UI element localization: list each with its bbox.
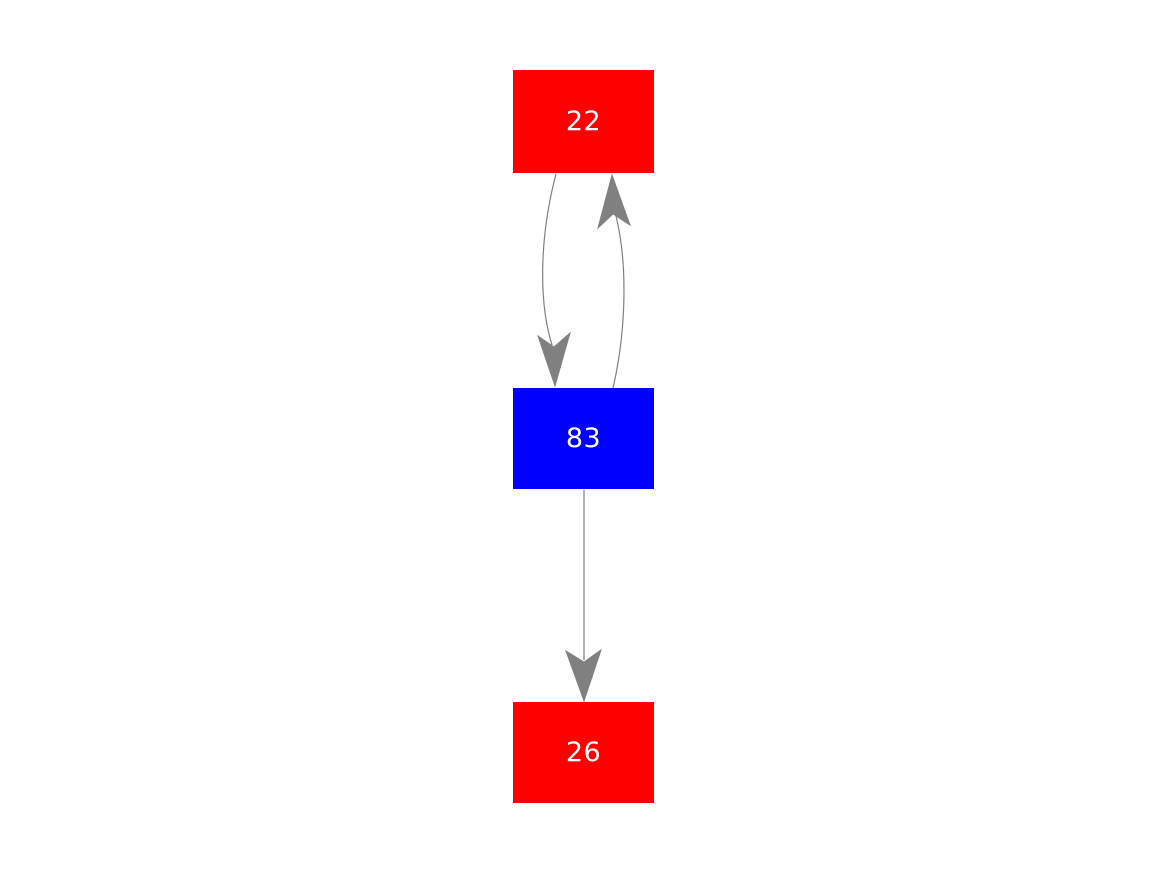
graph-node-83-label: 83 [565,423,602,454]
edge-83-to-22 [597,173,631,389]
graph-node-83[interactable]: 83 [513,388,654,489]
graph-node-26[interactable]: 26 [513,702,654,803]
graph-node-26-label: 26 [565,737,602,768]
graph-node-22[interactable]: 22 [513,70,654,173]
edge-22-to-83 [537,173,571,388]
edge-83-to-22-arrowhead [597,173,631,230]
edge-83-to-22-path [612,215,625,389]
edge-22-to-83-path [542,173,557,346]
graph-node-22-label: 22 [565,106,602,137]
edge-22-to-83-arrowhead [537,331,571,388]
edge-83-to-26-arrowhead [565,648,602,703]
edge-83-to-26 [565,490,602,703]
